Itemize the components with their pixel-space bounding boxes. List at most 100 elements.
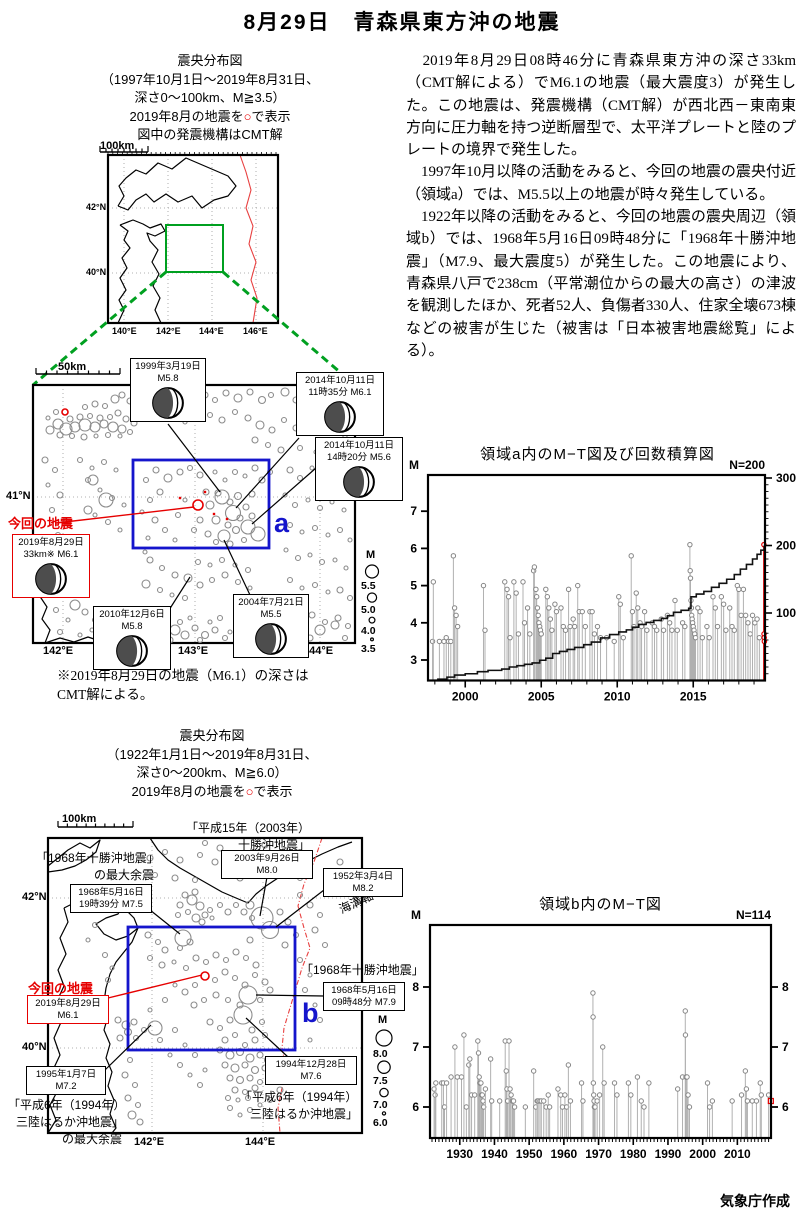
map1-caption: 震央分布図 （1997年10月1日～2019年8月31日、 深さ0～100km、… (28, 52, 392, 145)
svg-text:2000: 2000 (452, 690, 479, 704)
epicenter-circles-a (41, 387, 354, 644)
mt-stems-a (429, 541, 763, 681)
axis-label: 142°E (134, 1136, 165, 1148)
region-rect-a (131, 458, 271, 550)
cumulative-count-line (428, 545, 766, 682)
epicenter-circles-b (85, 839, 344, 1126)
map1-caption-line5: 図中の発震機構はCMT解 (137, 127, 283, 142)
zoom-connector-dash (32, 270, 167, 387)
map-annotation: 三陸はるか沖地震」 (250, 1107, 359, 1121)
scalebar-label: 50km (58, 361, 87, 373)
chart-b-title: 領域b内のM−T図 (539, 896, 662, 913)
current-quake-pointer-line (55, 506, 195, 524)
svg-text:1970: 1970 (585, 1147, 612, 1161)
axis-label: 144°E (303, 645, 334, 657)
svg-text:M: M (409, 458, 419, 472)
focal-mechanism-beachball-icon (255, 623, 287, 655)
current-quake-label: 今回の地震 (28, 981, 94, 996)
map-frame-a (31, 383, 357, 645)
legend-size-circle (366, 592, 378, 603)
zoom-extent-rect (165, 224, 224, 273)
map-annotation: 海溝軸 (336, 888, 376, 917)
svg-text:300: 300 (776, 471, 796, 485)
chart-frame-a (426, 473, 767, 682)
current-quake-epicenter (200, 971, 210, 981)
axis-label: 143°E (178, 645, 209, 657)
zoom-connector-dash (222, 270, 356, 387)
map-annotation: 「平成6年（1994年） (240, 1090, 358, 1104)
map1-caption-line4: 2019年8月の地震を○で表示 (129, 108, 291, 124)
current-quake-epicenter (192, 499, 204, 511)
credit: 気象庁作成 (720, 1195, 790, 1210)
svg-text:8: 8 (782, 980, 789, 994)
legend-size-circle (377, 1060, 391, 1074)
map-annotation: 「1968年十勝沖地震」 (301, 963, 424, 977)
axis-label: 41°N (6, 490, 31, 502)
map2-caption-line2: （1922年1月1日～2019年8月31日、 (106, 746, 318, 762)
map1-caption-line1: 震央分布図 (177, 53, 243, 68)
legend-size-circle (368, 616, 376, 624)
svg-text:5: 5 (410, 579, 417, 593)
svg-text:7: 7 (782, 1040, 789, 1054)
axis-label: 42°N (86, 202, 107, 212)
legend-size-value: 7.5 (373, 1075, 388, 1088)
red-circle-symbol: ○ (245, 783, 254, 799)
legend-size-circle (381, 1111, 387, 1116)
svg-text:2015: 2015 (680, 690, 707, 704)
focal-mechanism-beachball-icon (343, 466, 375, 498)
scalebar-label: 100km (62, 813, 97, 825)
map-b (46, 821, 393, 1135)
focal-mechanism-beachball-icon (152, 387, 184, 419)
current-quake-epicenter (61, 408, 69, 416)
paragraph-3: 1922年以降の活動をみると、今回の地震の震央周辺（領域b）では、1968年5月… (406, 209, 796, 359)
svg-text:2010: 2010 (724, 1147, 751, 1161)
map2-caption-line3: 深さ0～200km、M≧6.0） (136, 765, 288, 780)
body-text: 2019年8月29日08時46分に青森県東方沖の深さ33km（CMT解による）で… (406, 50, 796, 362)
axis-label: 146°E (243, 326, 268, 336)
axis-label: 140°E (112, 326, 137, 336)
focal-mechanism-beachball-icon (35, 563, 67, 595)
mt-stems-b (431, 990, 772, 1138)
map-small (32, 146, 356, 387)
legend-size-value: 4.0 (361, 625, 376, 637)
svg-text:2005: 2005 (528, 690, 555, 704)
axis-label: 142°E (43, 645, 74, 657)
paragraph-2: 1997年10月以降の活動をみると、今回の地震の震央付近（領域a）では、M5.5… (406, 164, 796, 203)
region-rect-b (126, 925, 297, 1052)
svg-text:2010: 2010 (604, 690, 631, 704)
map-annotation: の最大余震 (62, 1132, 123, 1146)
map1-caption-line2: （1997年10月1日～2019年8月31日、 (100, 71, 320, 87)
map2-caption-line1: 震央分布図 (179, 728, 245, 743)
map1-caption-line3: 深さ0～100km、M≧3.5） (134, 90, 286, 105)
map-annotation: 三陸はるか沖地震」 (16, 1115, 125, 1129)
svg-text:7: 7 (410, 504, 417, 518)
map-frame-small (106, 153, 280, 325)
svg-text:100: 100 (776, 606, 796, 620)
legend-size-value: 7.0 (373, 1098, 388, 1111)
map-annotation: 「平成15年（2003年） (186, 821, 311, 835)
legend-size-value: 5.0 (361, 604, 376, 617)
svg-text:6: 6 (782, 1100, 789, 1114)
magnitude-legend-title: M (378, 1014, 388, 1026)
paragraph-1: 2019年8月29日08時46分に青森県東方沖の深さ33km（CMT解による）で… (406, 53, 796, 159)
svg-text:1930: 1930 (446, 1147, 473, 1161)
legend-size-circle (364, 564, 380, 579)
current-quake-pointer-line (107, 974, 203, 999)
svg-text:4: 4 (410, 616, 417, 630)
map2-caption-line4: 2019年8月の地震を○で表示 (131, 783, 293, 799)
region-letter: b (302, 998, 319, 1028)
svg-text:200: 200 (776, 539, 796, 553)
